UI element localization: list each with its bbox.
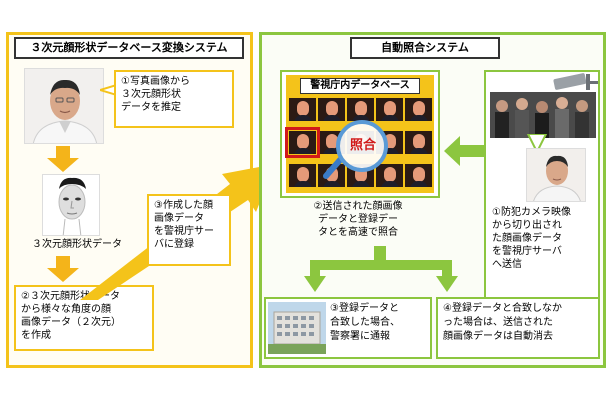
match-highlight — [285, 127, 320, 158]
registered-face — [405, 164, 432, 187]
registered-face — [405, 131, 432, 154]
down-arrow-icon — [47, 256, 79, 282]
registered-face — [318, 98, 345, 121]
registered-face — [376, 164, 403, 187]
security-camera-icon — [553, 73, 598, 90]
no-match-result-note: ④登録データと合致しなか った場合は、送信された 顔画像データは自動消去 — [436, 297, 600, 359]
step1-note: ①写真画像から ３次元顔形状 データを推定 — [114, 70, 234, 128]
registered-face — [289, 98, 316, 121]
3d-face-model-image — [42, 174, 100, 236]
match-label: 照合 — [349, 138, 376, 153]
down-arrow-icon — [47, 146, 79, 172]
registered-face — [289, 164, 316, 187]
conversion-system-title: ３次元顔形状データベース変換システム — [14, 37, 244, 59]
match-result-note: ③登録データと 合致した場合、 警察署に通報 — [330, 303, 400, 342]
registered-face — [347, 98, 374, 121]
step2-note: ②３次元顔形状データ から様々な角度の顔 画像データ（２次元） を作成 — [14, 285, 154, 351]
police-station-photo — [268, 302, 326, 354]
transmit-arrow-icon — [444, 136, 484, 166]
matching-system-title: 自動照合システム — [350, 37, 500, 59]
magnifier-icon — [323, 120, 388, 179]
database-label: 警視庁内データベース — [300, 78, 420, 94]
step3-note: ③作成した顔 画像データ を警視庁サー バに登録 — [147, 194, 231, 266]
camera-step-note: ①防犯カメラ映像 から切り出され た顔画像データ を警視庁サーバ へ送信 — [492, 207, 571, 270]
suspect-photo — [24, 68, 104, 144]
captured-face-photo — [526, 148, 586, 202]
registered-face — [405, 98, 432, 121]
matching-step-note: ②送信された顔画像 データと登録デー タとを高速で照合 — [313, 201, 403, 238]
matched-face — [289, 131, 316, 154]
registered-face — [376, 98, 403, 121]
crowd-photo — [490, 92, 596, 138]
3d-model-caption: ３次元顔形状データ — [32, 239, 122, 250]
branch-arrows — [304, 246, 458, 292]
crop-pointer — [526, 134, 548, 152]
